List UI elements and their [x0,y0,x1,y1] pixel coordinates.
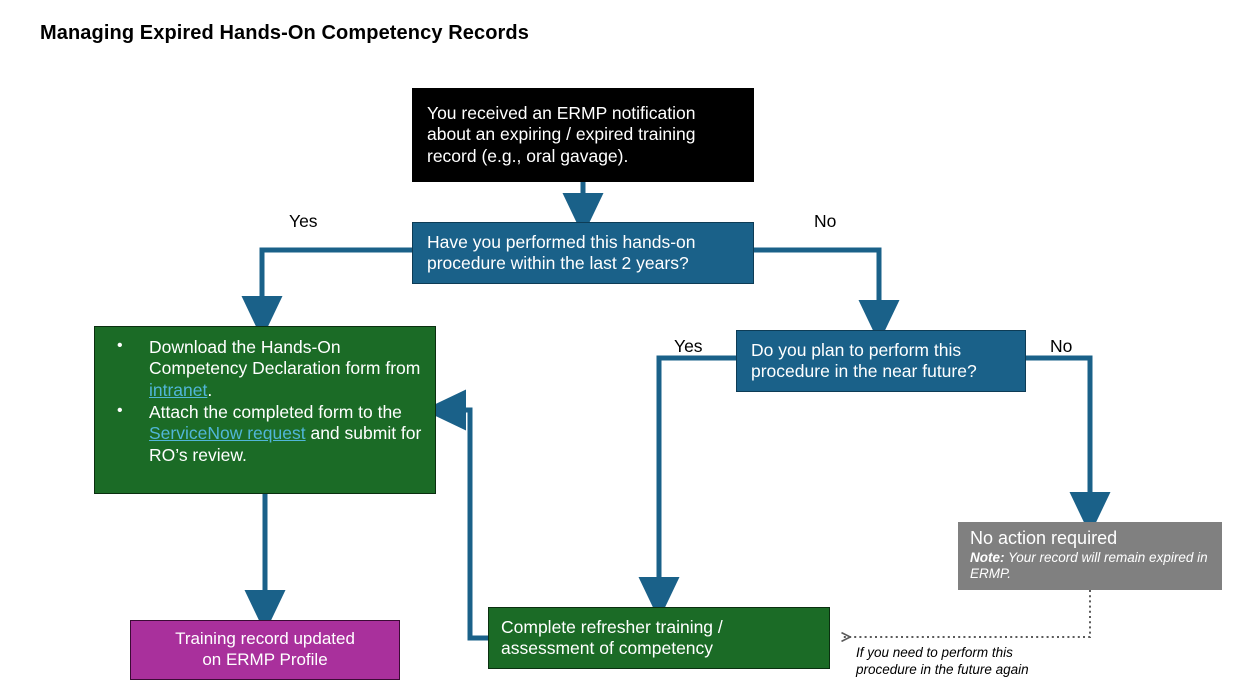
annotation-future-again: If you need to perform this procedure in… [856,644,1029,679]
annotation-line-1: If you need to perform this [856,645,1013,660]
intranet-link[interactable]: intranet [149,379,208,400]
node-decision-performed-recently: Have you performed this hands-on procedu… [412,222,754,284]
bullet-2-pre: Attach the completed form to the [149,402,402,423]
servicenow-request-link[interactable]: ServiceNow request [149,423,306,444]
node-refresher-text: Complete refresher training / assessment… [501,616,723,658]
steps-list: Download the Hands-On Competency Declara… [105,336,423,467]
edge-label-no-decision2: No [1050,336,1073,356]
no-action-note-text: Your record will remain expired in ERMP. [970,549,1208,581]
node-no-action-required: No action required Note: Your record wil… [958,522,1222,590]
purple-line-1: Training record updated [175,629,355,649]
list-item: Download the Hands-On Competency Declara… [105,336,423,401]
no-action-heading: No action required [970,528,1118,548]
annotation-line-2: procedure in the future again [856,662,1029,678]
bullet-1-pre: Download the Hands-On Competency Declara… [149,337,421,379]
node-training-record-updated: Training record updated on ERMP Profile [130,620,400,680]
no-action-note: Note: Your record will remain expired in… [970,550,1210,582]
node-complete-refresher-training: Complete refresher training / assessment… [488,607,830,669]
list-item: Attach the completed form to the Service… [105,401,423,466]
node-decision1-text: Have you performed this hands-on procedu… [427,231,696,273]
node-decision2-text: Do you plan to perform this procedure in… [751,339,977,381]
edge-decision1-yes-to-green [241,247,412,340]
edge-noaction-dotted-to-refresher [842,590,1091,637]
node-start-text: You received an ERMP notification about … [427,102,696,166]
node-download-and-attach-steps: Download the Hands-On Competency Declara… [94,326,436,494]
node-start: You received an ERMP notification about … [412,88,754,182]
no-action-note-label: Note: [970,549,1005,565]
edge-decision1-no-to-decision2 [754,247,900,344]
edge-decision2-yes-to-refresher [638,355,736,621]
edge-decision2-no-to-noaction [1026,355,1111,536]
edge-label-no-decision1: No [814,211,837,231]
purple-line-2: on ERMP Profile [202,650,328,669]
edge-label-yes-decision2: Yes [674,336,703,356]
bullet-1-post: . [207,379,213,400]
edge-label-yes-decision1: Yes [289,211,318,231]
bullet-2-post: and submit for RO’s review. [149,423,422,465]
edge-refresher-to-green [422,389,488,641]
page-title: Managing Expired Hands-On Competency Rec… [40,22,529,44]
node-decision-plan-future: Do you plan to perform this procedure in… [736,330,1026,392]
